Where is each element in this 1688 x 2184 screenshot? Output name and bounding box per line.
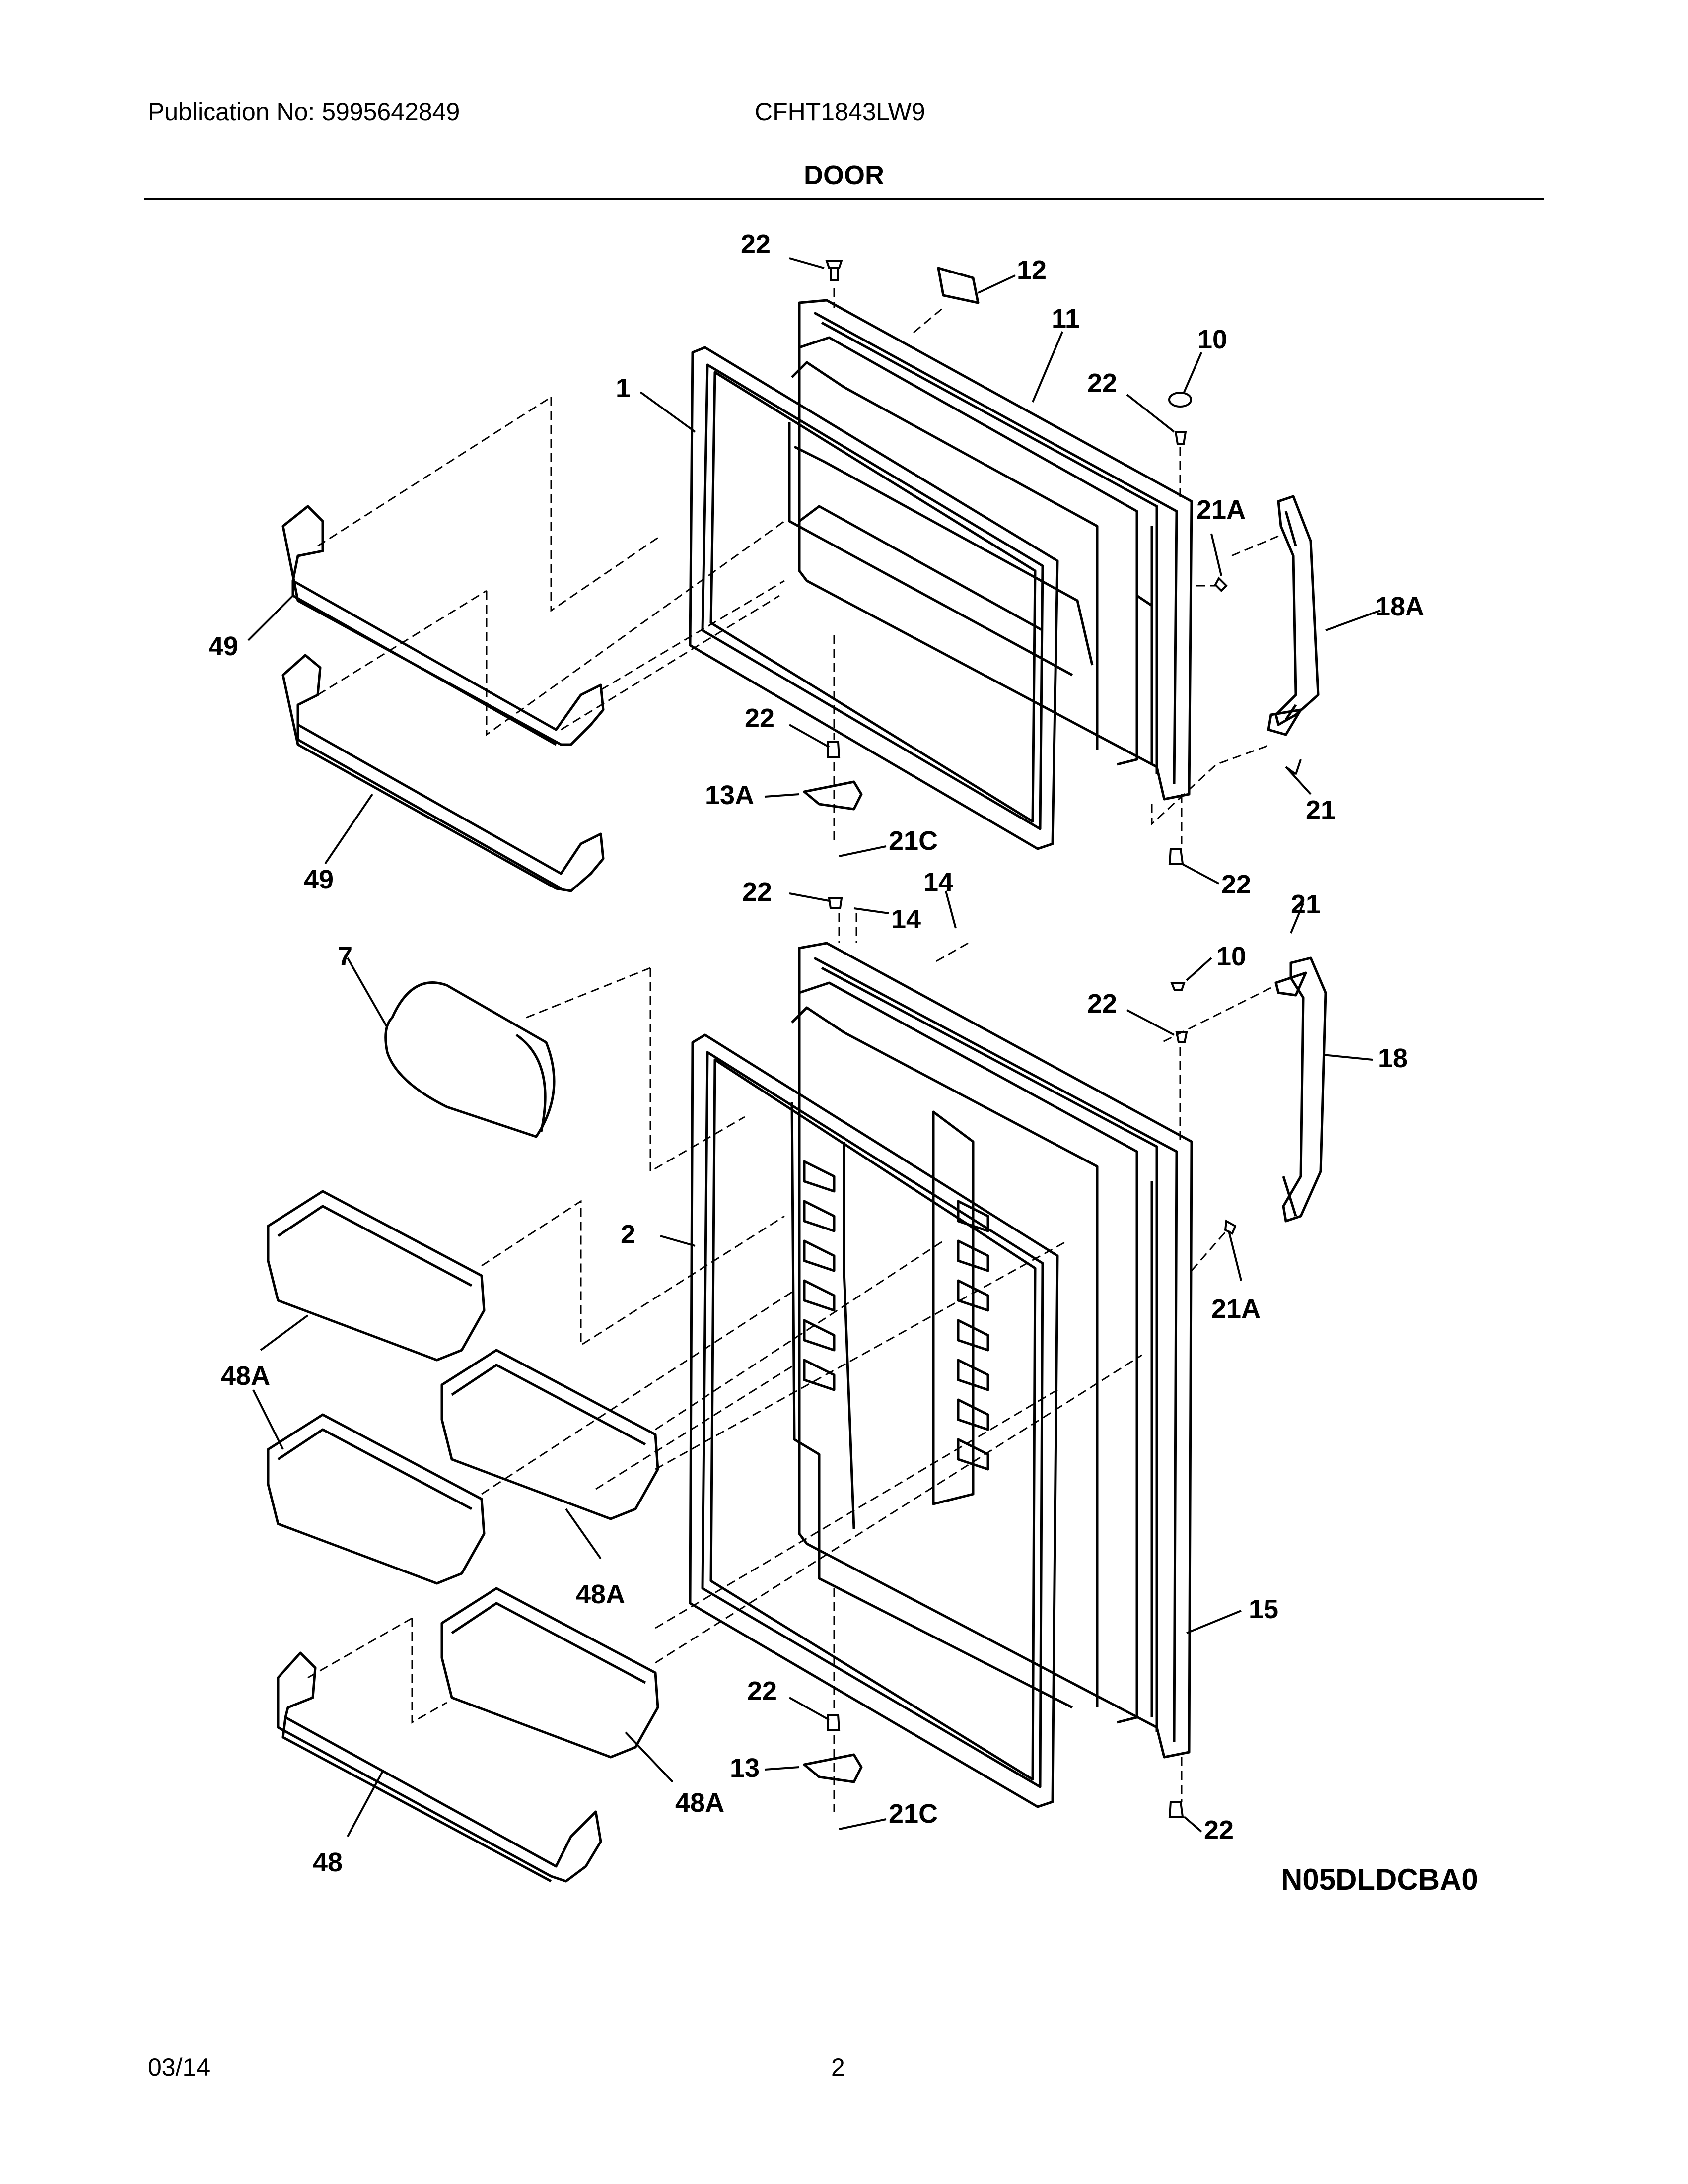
fresh-food-bins-column xyxy=(803,1160,989,1471)
callout-label: 13A xyxy=(705,780,754,810)
page-number: 2 xyxy=(831,2053,845,2081)
callout-label: 48A xyxy=(576,1579,625,1609)
callout-label: 22 xyxy=(1221,870,1251,899)
part-callouts: 22 12 11 10 22 1 21A 18A 49 22 13A 21C 2… xyxy=(209,229,1424,1877)
callout-label: 11 xyxy=(1052,304,1080,334)
section-title: DOOR xyxy=(804,160,884,190)
leader-lines xyxy=(247,257,1381,1837)
callout-label: 2 xyxy=(621,1220,635,1249)
lower-hinge xyxy=(803,1753,863,1783)
footer-date: 03/14 xyxy=(148,2053,211,2081)
fresh-food-door-gasket xyxy=(689,1033,1059,1808)
door-bin-upper-left xyxy=(267,1190,486,1362)
freezer-door-handle xyxy=(1267,495,1320,736)
callout-label: 48A xyxy=(675,1788,724,1818)
callout-label: 1 xyxy=(616,373,631,403)
door-shelf-bar-bottom xyxy=(277,1651,602,1883)
callout-label: 48A xyxy=(221,1361,270,1391)
freezer-door-shelf xyxy=(937,267,980,304)
callout-label: 18 xyxy=(1378,1043,1407,1073)
callout-label: 21 xyxy=(1306,795,1336,825)
publication-number: Publication No: 5995642849 xyxy=(148,98,460,126)
callout-label: 22 xyxy=(747,1676,777,1706)
fresh-food-door-handle xyxy=(1274,956,1327,1223)
freezer-shelf-bar-upper xyxy=(281,505,605,746)
header-divider xyxy=(144,198,1544,200)
callout-label: 15 xyxy=(1249,1594,1278,1624)
diagram-code: N05DLDCBA0 xyxy=(1281,1863,1478,1896)
assembly-lines xyxy=(307,288,1279,1812)
door-bin-lower-right xyxy=(440,1587,659,1759)
callout-label: 22 xyxy=(742,877,772,907)
upper-hinge xyxy=(803,780,863,811)
callout-label: 12 xyxy=(1017,255,1047,285)
callout-label: 48 xyxy=(313,1847,343,1877)
door-bin-lower-left xyxy=(267,1413,486,1585)
door-bin-middle-right xyxy=(440,1349,659,1520)
callout-label: 22 xyxy=(745,703,774,733)
callout-label: 22 xyxy=(1087,989,1117,1019)
callout-label: 10 xyxy=(1216,942,1246,971)
callout-label: 22 xyxy=(741,229,771,259)
callout-label: 21C xyxy=(889,826,938,856)
callout-label: 22 xyxy=(1204,1815,1234,1845)
callout-label: 10 xyxy=(1197,325,1227,354)
freezer-shelf-bar-lower xyxy=(281,654,605,892)
dairy-compartment xyxy=(384,981,556,1138)
fresh-food-door-panel xyxy=(790,942,1193,1759)
callout-label: 49 xyxy=(209,631,238,661)
freezer-door-gasket xyxy=(689,346,1059,850)
callout-label: 21A xyxy=(1211,1294,1261,1324)
callout-label: 14 xyxy=(891,904,921,934)
callout-label: 18A xyxy=(1375,592,1424,621)
callout-label: 7 xyxy=(338,942,352,971)
callout-label: 49 xyxy=(304,865,334,894)
callout-label: 14 xyxy=(923,867,953,897)
callout-label: 21A xyxy=(1196,495,1246,525)
callout-label: 13 xyxy=(730,1753,760,1783)
callout-label: 21 xyxy=(1291,889,1321,919)
callout-label: 22 xyxy=(1087,368,1117,398)
callout-label: 21C xyxy=(889,1799,938,1829)
fasteners xyxy=(825,260,1237,1818)
freezer-door-panel xyxy=(788,299,1193,801)
model-number: CFHT1843LW9 xyxy=(755,98,925,126)
